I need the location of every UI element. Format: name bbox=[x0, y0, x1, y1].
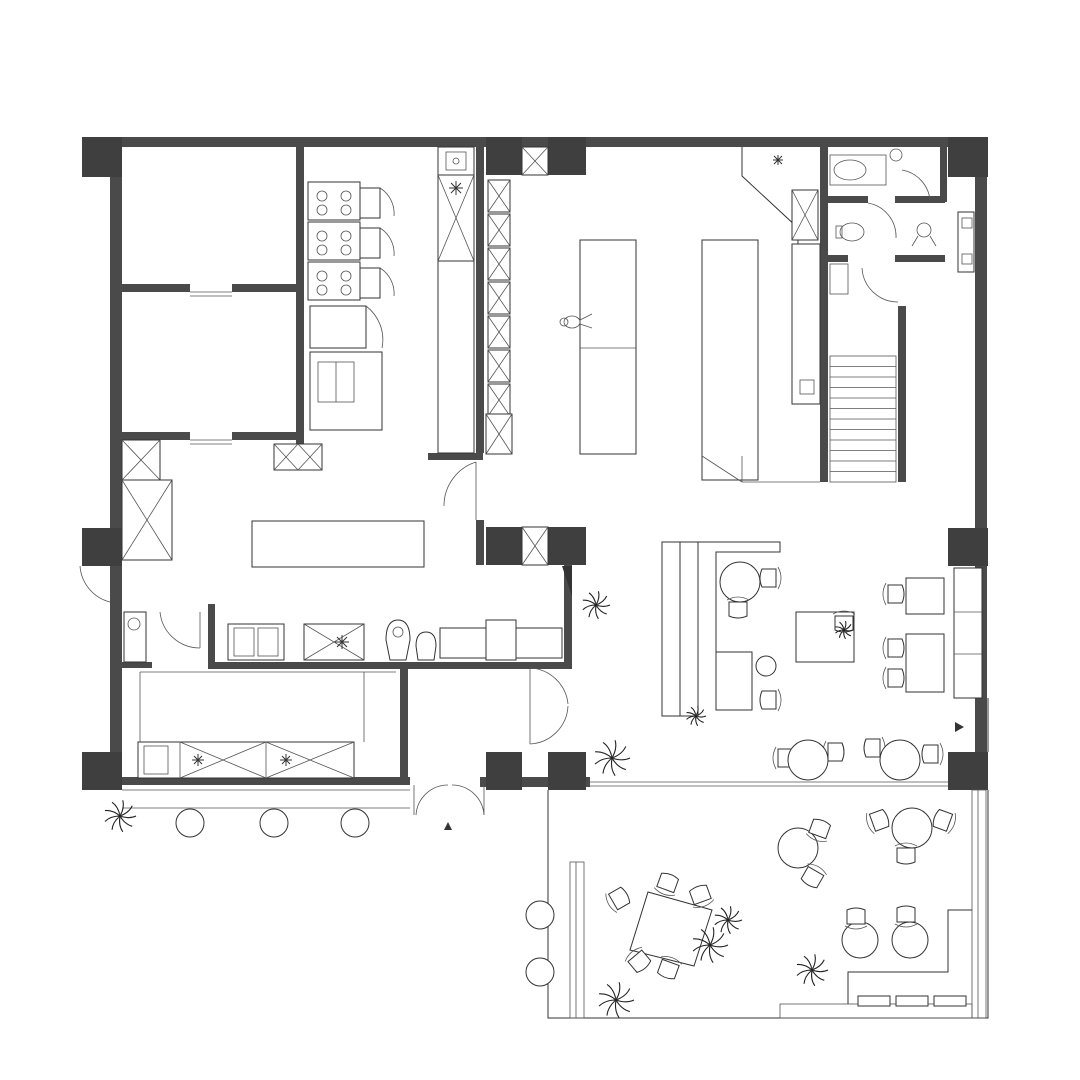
sink-icon bbox=[773, 155, 783, 165]
terrace-chairs bbox=[605, 808, 956, 980]
snowflake-icon bbox=[335, 635, 349, 649]
round-tables bbox=[787, 739, 921, 781]
snowflake-icon bbox=[192, 754, 204, 766]
person-icon bbox=[559, 313, 593, 329]
toilet-icon bbox=[835, 222, 865, 242]
display-tables bbox=[579, 239, 759, 481]
storage-room-upper bbox=[190, 291, 232, 297]
front-counter bbox=[137, 671, 396, 779]
freezer-unit bbox=[437, 146, 475, 454]
kitchen-carts bbox=[121, 439, 323, 561]
restroom-small bbox=[123, 611, 201, 663]
booth-tables bbox=[715, 561, 983, 711]
restroom-b bbox=[829, 202, 975, 303]
booth-bench bbox=[661, 541, 781, 717]
snowflake-icon bbox=[280, 754, 292, 766]
cooking-station bbox=[307, 181, 395, 431]
staircase bbox=[829, 355, 897, 483]
interior-walls bbox=[122, 147, 947, 785]
storage-room-lower bbox=[190, 439, 232, 445]
prep-table bbox=[251, 520, 425, 568]
coffee-machine bbox=[385, 619, 437, 661]
snowflake-icon bbox=[449, 181, 463, 195]
back-counter bbox=[701, 147, 821, 483]
entrance-doors bbox=[79, 461, 569, 816]
plant-icon bbox=[104, 591, 854, 1019]
bar-stools bbox=[122, 789, 410, 838]
entrance-arrow-icon bbox=[444, 566, 964, 830]
terrace-stools bbox=[525, 900, 555, 987]
exterior-walls bbox=[82, 137, 988, 787]
dish-station bbox=[227, 619, 563, 661]
shelving-rack bbox=[485, 179, 513, 455]
restroom-a bbox=[829, 148, 931, 201]
person-icon bbox=[911, 222, 937, 247]
structural-columns bbox=[82, 137, 988, 790]
terrace-tables bbox=[629, 807, 967, 1007]
terrace-divider bbox=[586, 698, 989, 787]
